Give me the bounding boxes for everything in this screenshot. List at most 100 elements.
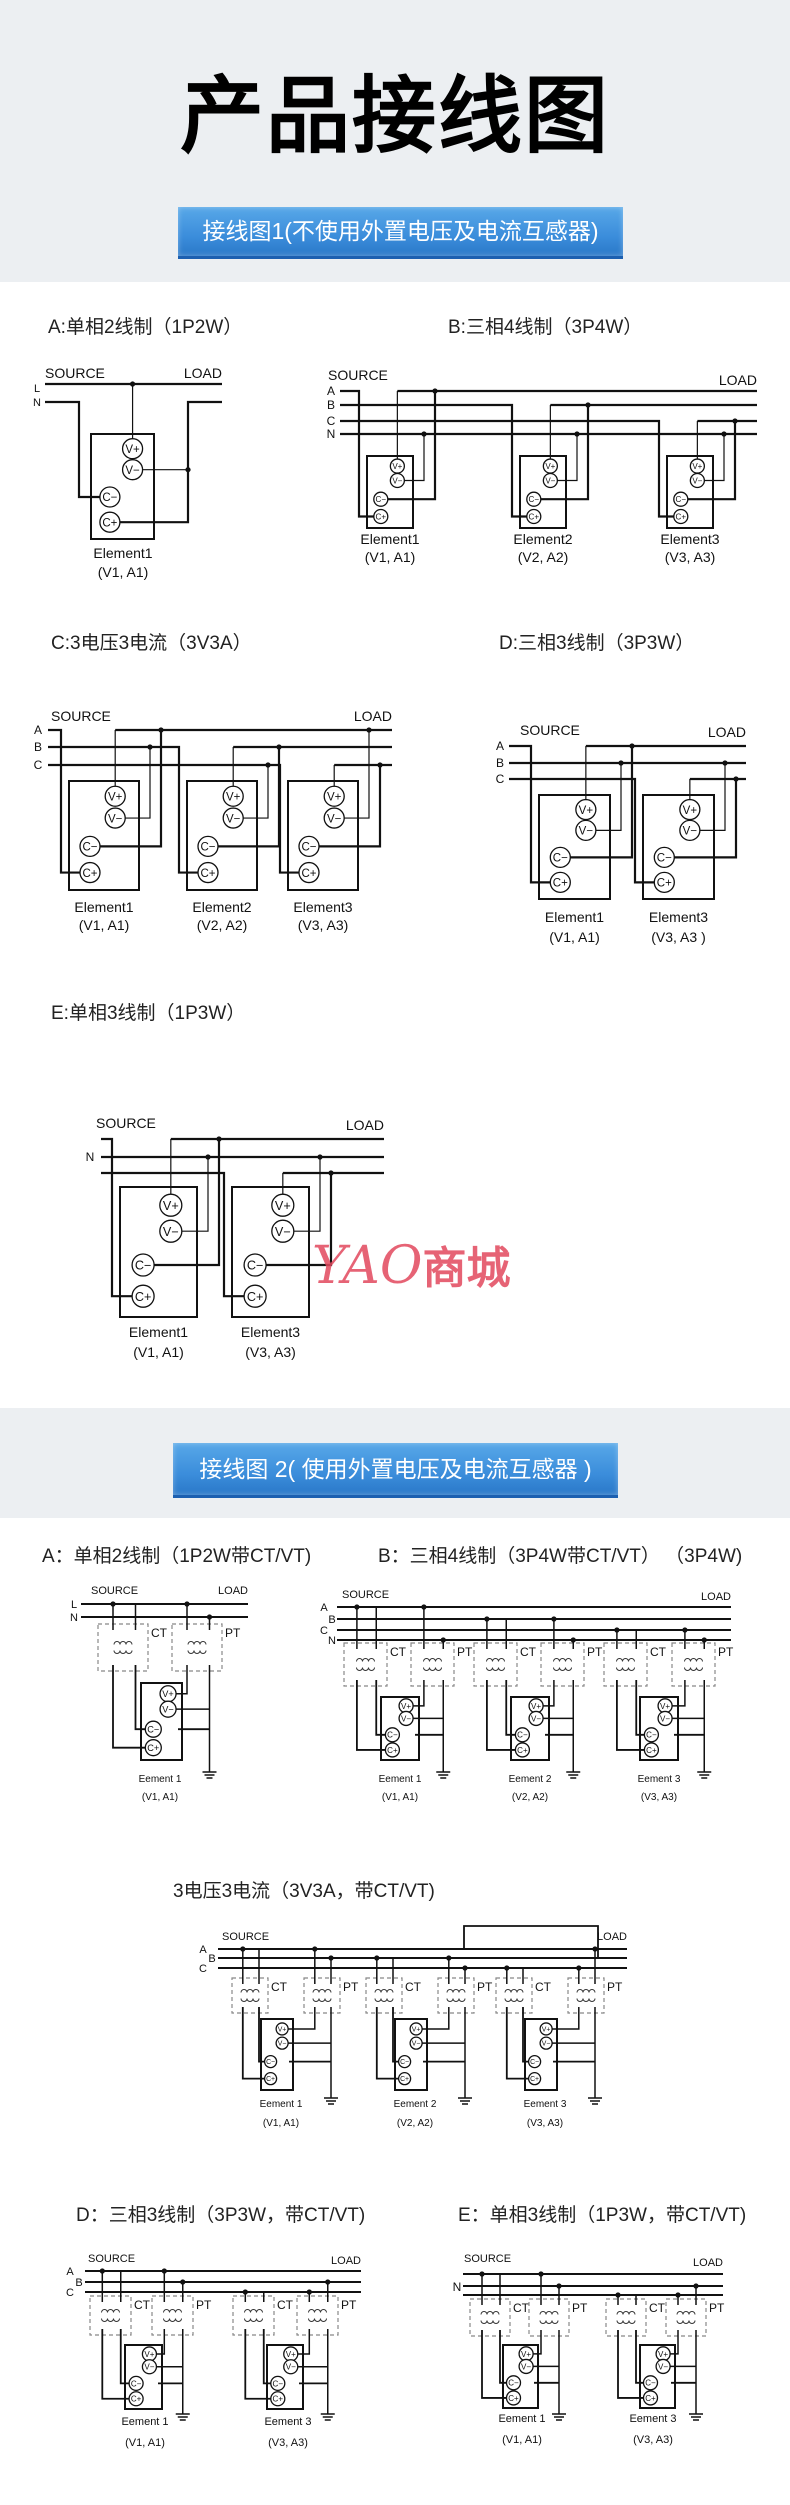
terminal-label: C+: [657, 878, 672, 890]
phase-label: C: [327, 414, 336, 428]
terminal-label: V−: [278, 2041, 287, 2048]
junction-dot: [366, 727, 372, 733]
pt-label: PT: [709, 2301, 725, 2315]
terminal-label: C+: [508, 2394, 519, 2403]
source-label: SOURCE: [464, 2253, 511, 2265]
terminal-label: C+: [273, 2395, 284, 2404]
phase-label: A: [66, 2266, 74, 2278]
coil-icon: [616, 2311, 636, 2324]
transformer-box: [171, 1623, 223, 1672]
junction-dot: [377, 762, 383, 768]
terminal-label: C−: [676, 495, 687, 504]
element-name: Element1: [360, 531, 419, 547]
terminal-label: C+: [529, 512, 540, 521]
diagram-title-1p2w-ct: A：单相2线制（1P2W带CT/VT): [42, 1546, 312, 1567]
transformer-box: [97, 1623, 149, 1672]
wire: [392, 2007, 399, 2063]
meter-box: [231, 1186, 310, 1318]
terminal-label: C+: [517, 1746, 528, 1755]
wire: [387, 391, 437, 501]
element-channel: (V1, A1): [502, 2434, 542, 2446]
terminal-label: C+: [266, 2076, 275, 2083]
terminal-label: V+: [412, 2026, 421, 2033]
transformer-box: [303, 1977, 341, 2014]
element-channel: (V1, A1): [133, 1344, 184, 1360]
terminal-label: V+: [278, 2026, 287, 2033]
terminal-label: C−: [645, 2379, 656, 2388]
terminal-label: V+: [579, 805, 594, 817]
junction-dot: [328, 1955, 334, 1961]
wire: [540, 405, 590, 501]
terminal-label: V+: [401, 1702, 411, 1711]
wire: [134, 1665, 146, 1731]
junction-dot: [205, 1154, 211, 1160]
terminal-label: V+: [275, 1199, 291, 1213]
coil-icon: [244, 2309, 263, 2322]
junction-dot: [629, 743, 635, 749]
wire: [543, 1680, 555, 1707]
phase-label: N: [327, 427, 336, 441]
element-channel: (V3, A3): [641, 1792, 677, 1803]
phase-label: L: [71, 1599, 77, 1611]
wire: [485, 1680, 516, 1751]
junction-dot: [110, 1601, 116, 1607]
wire: [533, 2330, 542, 2355]
source-label: SOURCE: [51, 708, 111, 724]
junction-dot: [551, 1616, 557, 1622]
terminal-label: C+: [301, 868, 316, 880]
wire: [595, 763, 622, 831]
terminal-label: V+: [144, 2350, 154, 2359]
terminal-label: V−: [521, 2362, 531, 2371]
pt-label: PT: [587, 1645, 603, 1659]
ct-label: CT: [513, 2301, 530, 2315]
phase-label: A: [496, 739, 504, 753]
load-label: LOAD: [346, 1117, 384, 1133]
wire: [481, 2330, 507, 2399]
element-channel: (V2, A2): [197, 917, 248, 933]
transformer-box: [232, 2295, 275, 2336]
watermark-cn: 商城: [422, 1243, 511, 1294]
wire: [635, 1680, 645, 1736]
terminal-label: V+: [658, 2350, 668, 2359]
terminal-label: V−: [692, 476, 702, 485]
wire: [154, 1139, 221, 1267]
junction-dot: [479, 2271, 485, 2277]
phase-label: B: [34, 740, 42, 754]
source-label: SOURCE: [222, 1931, 269, 1943]
transformer-box: [605, 2298, 647, 2337]
terminal-label: C+: [387, 1746, 398, 1755]
phase-label: N: [453, 2280, 462, 2294]
terminal-label: C+: [676, 512, 687, 521]
junction-dot: [574, 431, 580, 437]
source-label: SOURCE: [96, 1115, 156, 1131]
junction-dot: [722, 760, 728, 766]
wire: [262, 2329, 271, 2385]
terminal-label: C−: [273, 2379, 284, 2388]
terminal-label: V−: [144, 2363, 154, 2372]
phase-label: C: [199, 1963, 207, 1975]
diagram-title-1p2w: A:单相2线制（1P2W）: [48, 317, 243, 338]
junction-dot: [129, 381, 136, 387]
phase-label: L: [34, 383, 40, 395]
phase-label: N: [86, 1150, 95, 1164]
coil-icon: [480, 2311, 500, 2324]
terminal-label: V−: [163, 1225, 179, 1239]
terminal-label: V+: [531, 1702, 541, 1711]
wire: [258, 2007, 265, 2063]
wire: [241, 2007, 265, 2080]
coil-icon: [539, 2311, 559, 2324]
pt-label: PT: [718, 1645, 734, 1659]
ct-label: CT: [649, 2301, 666, 2315]
transformer-box: [437, 1977, 475, 2014]
phase-label: C: [66, 2287, 74, 2299]
wire: [670, 2330, 679, 2355]
wire: [293, 1157, 321, 1232]
transformer-box: [89, 2295, 132, 2336]
junction-dot: [732, 418, 738, 424]
wire: [112, 1665, 146, 1749]
terminal-label: V−: [545, 476, 555, 485]
terminal-label: V+: [226, 791, 241, 803]
phase-line: [509, 777, 655, 884]
element-name: Eement 1: [260, 2099, 303, 2110]
wire: [617, 2330, 644, 2399]
